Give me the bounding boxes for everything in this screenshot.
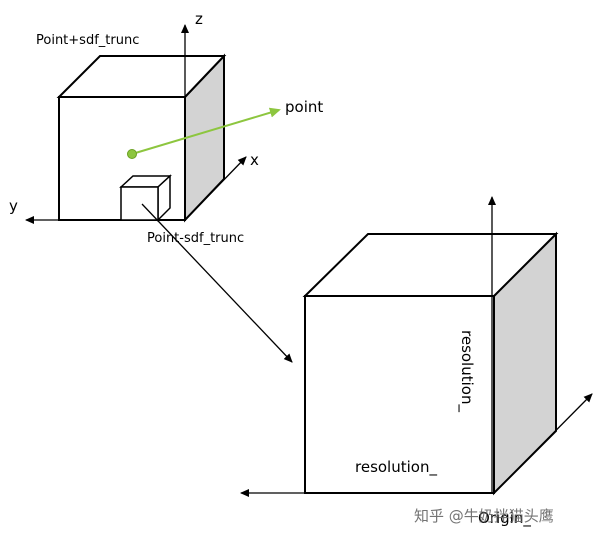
y-axis-label: y	[9, 197, 18, 215]
tiny-cube	[119, 174, 172, 222]
x-axis-arrow	[184, 156, 247, 221]
resolution-horizontal-label: resolution_	[355, 458, 437, 477]
x-axis-label: x	[250, 151, 259, 169]
z-axis-label: z	[195, 10, 203, 28]
point-arrow	[131, 107, 281, 155]
point-label: point	[285, 98, 323, 116]
point-plus-sdf-label: Point+sdf_trunc	[36, 33, 139, 48]
small-cube	[56, 53, 227, 223]
large-cube	[302, 231, 559, 496]
mapping-arrow	[141, 203, 293, 363]
point-minus-sdf-label: Point-sdf_trunc	[147, 231, 244, 246]
resolution-vertical-label: resolution_	[457, 330, 476, 412]
origin-label: Origin_	[478, 509, 531, 528]
large-cube-front-face	[304, 295, 495, 494]
watermark-text: 知乎 @牛奶拌猫头鹰	[414, 507, 554, 525]
point-dot	[127, 149, 137, 159]
resolution-x-arrow	[493, 393, 593, 494]
